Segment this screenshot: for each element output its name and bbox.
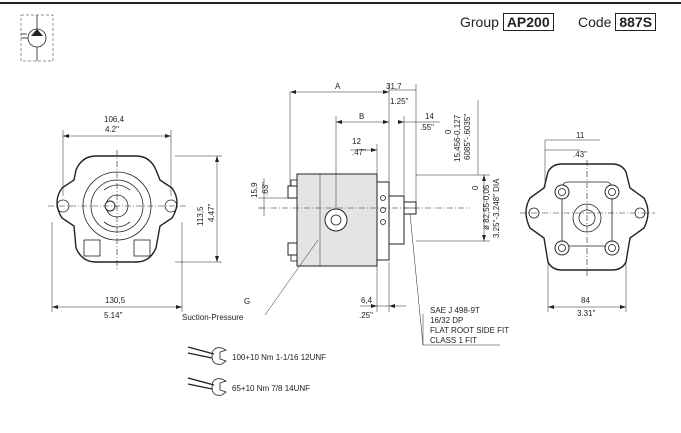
- group-value: AP200: [502, 13, 554, 31]
- wrench-icon: [187, 377, 228, 396]
- dim-shaft-in: 6085"-.6035": [463, 114, 472, 160]
- dim-rear-11: 11: [576, 131, 585, 140]
- code-label: Code 887S: [578, 13, 657, 31]
- dim-front-height-in: 4.47": [207, 203, 216, 222]
- dim-14: 14: [425, 112, 434, 121]
- dim-025-in: .25": [359, 311, 373, 320]
- dim-063-in: .63": [261, 182, 270, 196]
- pump-symbol-icon: [20, 14, 54, 62]
- wrench-icon: [187, 346, 228, 365]
- dim-rear-84: 84: [581, 296, 590, 305]
- dim-6-4: 6,4: [361, 296, 373, 305]
- dim-b: B: [359, 112, 364, 121]
- label-g: G: [244, 297, 250, 306]
- code-value: 887S: [615, 13, 657, 31]
- spline-spec-2: 16/32 DP: [430, 316, 463, 325]
- spline-spec-3: FLAT ROOT SIDE FIT: [430, 326, 509, 335]
- dim-tol-0: 0: [444, 129, 453, 134]
- label-suction-pressure: Suction-Pressure: [182, 313, 244, 322]
- dim-dia-in: 3.25"-3.248" DIA: [492, 178, 501, 238]
- front-view: [48, 130, 222, 312]
- dim-dia-0: 0: [471, 185, 480, 190]
- dim-shaft-mm: 15,456-0,127: [453, 114, 462, 162]
- torque-spec-1: 100+10 Nm 1-1/16 12UNF: [232, 353, 326, 362]
- dim-front-base-mm: 130,5: [105, 296, 126, 305]
- group-label-text: Group: [460, 14, 499, 30]
- dim-a: A: [335, 82, 341, 91]
- code-label-text: Code: [578, 14, 612, 30]
- torque-spec-2: 65+10 Nm 7/8 14UNF: [232, 384, 310, 393]
- dim-dia-mm: ø 82,55-0,05: [482, 184, 491, 230]
- side-view: [258, 84, 500, 346]
- header-rule: [0, 2, 681, 4]
- spline-spec-1: SAE J 498-9T: [430, 306, 480, 315]
- dim-front-width-in: 4.2": [105, 125, 119, 134]
- dim-front-height-mm: 113,5: [196, 206, 205, 226]
- dim-front-width-mm: 106,4: [104, 115, 125, 124]
- dim-047-in: .47": [352, 148, 366, 157]
- group-label: Group AP200: [460, 13, 554, 31]
- dim-31-7: 31,7: [386, 82, 402, 91]
- dim-rear-043-in: .43": [573, 150, 587, 159]
- dim-12: 12: [352, 137, 361, 146]
- dim-1-25-in: 1.25": [390, 97, 409, 106]
- spline-spec-4: CLASS 1 FIT: [430, 336, 477, 345]
- rear-view: [520, 139, 655, 312]
- dim-15-9: 15,9: [250, 182, 259, 198]
- dim-055-in: .55": [420, 123, 434, 132]
- dim-rear-331-in: 3.31": [577, 309, 596, 318]
- dim-front-base-in: 5.14": [104, 311, 123, 320]
